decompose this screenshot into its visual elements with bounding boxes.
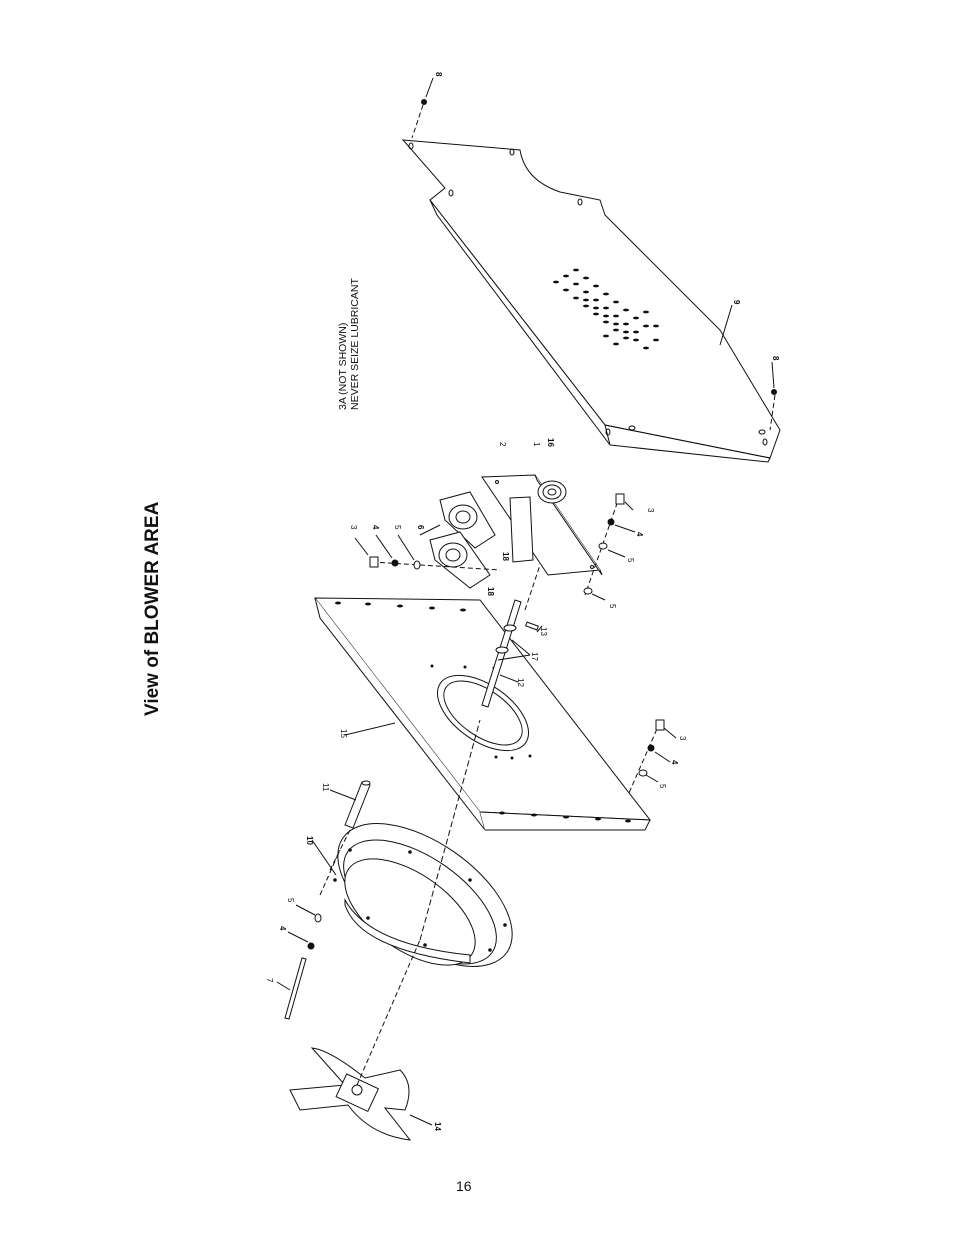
callout-10: 10	[305, 836, 314, 845]
callout-5-left: 5	[393, 525, 402, 530]
blower-shaft	[481, 564, 543, 708]
callout-5-right-b: 5	[608, 604, 617, 609]
blower-plate	[313, 597, 652, 831]
callout-5-bottom: 5	[658, 784, 667, 789]
callout-3-right: 3	[646, 508, 655, 513]
fan-ring	[311, 823, 513, 967]
callout-7: 7	[265, 978, 274, 983]
fastener-stacks	[354, 493, 677, 826]
callout-8-bottom: 8	[771, 356, 780, 361]
spacer-tube	[329, 780, 371, 871]
callout-5-fan: 5	[286, 898, 295, 903]
vent-grille	[553, 268, 659, 350]
callout-4-left: 4	[371, 525, 380, 530]
cover-panel	[401, 77, 781, 463]
callout-11: 11	[321, 783, 330, 792]
fan-blade	[289, 939, 433, 1141]
page-number: 16	[456, 1178, 472, 1194]
callout-13: 13	[539, 627, 548, 636]
bearing-bracket	[481, 474, 603, 576]
callout-18-lower: 18	[486, 587, 495, 596]
callout-4-fan: 4	[278, 926, 287, 931]
callout-1: 1	[532, 442, 541, 447]
callout-9: 9	[732, 300, 741, 305]
callout-5-right-a: 5	[626, 558, 635, 563]
pillow-block-bearings	[429, 491, 496, 589]
callout-15: 15	[339, 729, 348, 738]
callout-18-upper: 18	[501, 552, 510, 561]
callout-16: 16	[546, 438, 555, 447]
callout-3-left: 3	[349, 525, 358, 530]
mounting-rod	[276, 849, 341, 1020]
callout-4-right: 4	[635, 532, 644, 537]
callout-14: 14	[433, 1122, 442, 1131]
callout-8-top: 8	[434, 72, 443, 77]
axis-line	[419, 719, 481, 941]
callout-6: 6	[416, 525, 425, 530]
callout-3-bottom: 3	[678, 736, 687, 741]
callout-4-bottom: 4	[670, 760, 679, 765]
callout-12: 12	[516, 678, 525, 687]
callout-2: 2	[498, 442, 507, 447]
callouts: 1 2 16 8 9 8 3 4 5 6 18 18 3 4 5 5 13 17…	[265, 72, 780, 1131]
callout-17: 17	[530, 652, 539, 661]
